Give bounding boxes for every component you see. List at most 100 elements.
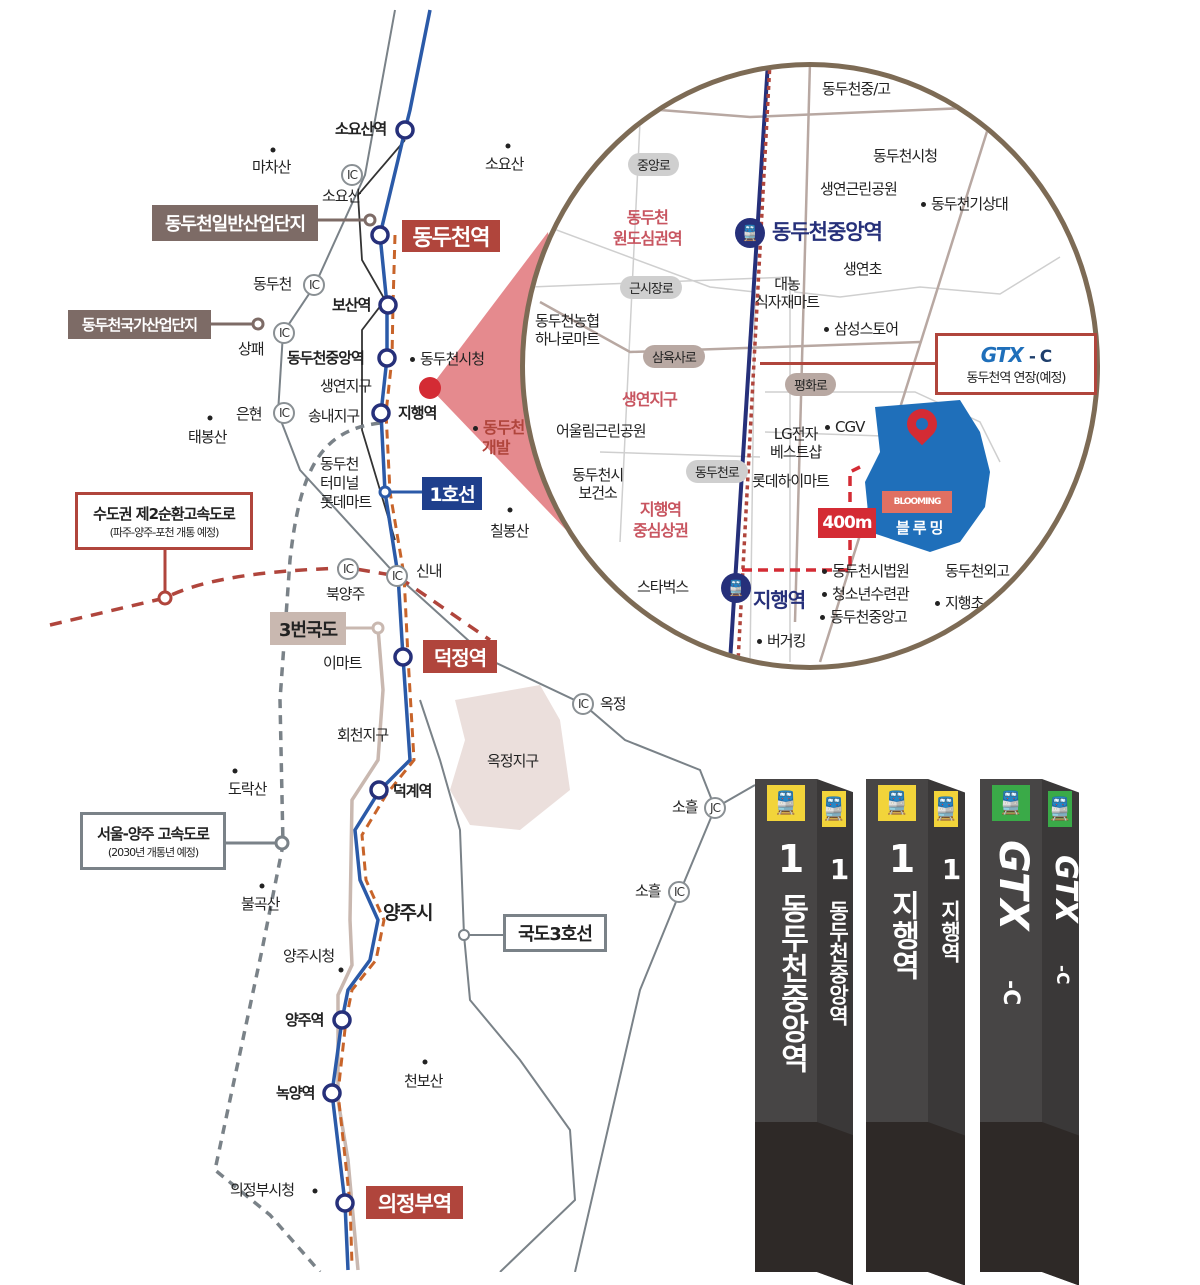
- seoul-title: 서울-양주 고속도로: [97, 824, 210, 843]
- place-label: 이마트: [323, 654, 362, 672]
- place-label: 상패: [238, 340, 265, 358]
- gtx-c-box: GTX - C 동두천역 연장(예정): [935, 333, 1097, 395]
- poi-label: CGV: [825, 418, 865, 436]
- ic-icon: IC: [337, 558, 359, 580]
- station-nogyang: 녹양역: [276, 1084, 315, 1102]
- place-label: 도락산: [228, 780, 267, 798]
- line1-box: 1호선: [422, 477, 482, 510]
- pillar-gtx-logo: GTX: [990, 840, 1036, 931]
- place-label: 생연지구: [320, 377, 372, 395]
- place-label: 불곡산: [241, 895, 280, 913]
- place-label: 북양주: [326, 585, 365, 603]
- ic-icon: IC: [668, 881, 690, 903]
- hidden-label: 동두천: [473, 418, 525, 437]
- road-pyeonghwa: 평화로: [785, 373, 836, 396]
- place-label: 양주시청: [283, 947, 335, 965]
- seoul-yangju-box: 서울-양주 고속도로 (2030년 개통년 예정): [80, 812, 226, 870]
- poi-label: 동두천시법원: [822, 562, 910, 580]
- station-bosan: 보산역: [332, 296, 371, 314]
- pillar-gtx-suffix: -C: [998, 980, 1023, 1006]
- bluming-logo: BLOOMING: [882, 491, 952, 513]
- station-soyosan: 소요산역: [335, 120, 387, 138]
- place-label: 옥정지구: [487, 752, 539, 770]
- place-label: 의정부시청: [230, 1181, 295, 1199]
- road-samyuksa: 삼육사로: [643, 345, 705, 368]
- ic-icon: IC: [386, 565, 408, 587]
- ic-icon: IC: [273, 322, 295, 344]
- poi-label: 동두천농협 하나로마트: [535, 312, 600, 348]
- poi-label: 동두천중앙고: [820, 608, 908, 626]
- ic-icon: IC: [273, 402, 295, 424]
- road-geunsijang: 근시장로: [620, 276, 682, 299]
- place-label: 신내: [416, 562, 443, 580]
- place-label: 천보산: [404, 1072, 443, 1090]
- train-icon: 🚆: [1046, 791, 1074, 827]
- place-label: 소요산: [322, 187, 361, 205]
- pillar-line: 1: [935, 853, 968, 886]
- line-1-inset: [728, 67, 770, 663]
- place-label: 양주시: [383, 902, 433, 924]
- pillar-gtx-c: 🚆 🚆 GTX -C GTX -C: [980, 765, 1083, 1285]
- national-route-3: [419, 699, 577, 1272]
- poi-label: 동두천시청: [873, 147, 938, 165]
- pillar-line: 1: [823, 853, 856, 886]
- poi-label: 롯데하이마트: [752, 472, 830, 490]
- place-label: 소흘: [635, 882, 662, 900]
- station-markers: [322, 120, 415, 1213]
- ic-icon: IC: [572, 693, 594, 715]
- route3-box: 3번국도: [270, 612, 346, 645]
- train-icon: 🚆: [820, 791, 848, 827]
- gukga-industrial-box: 동두천국가산업단지: [68, 310, 211, 339]
- poi-label: 동두천외고: [945, 562, 1010, 580]
- place-label: 소요산: [485, 155, 524, 173]
- bluming-name: 블루밍: [896, 519, 947, 537]
- route-3-road: [336, 627, 385, 1271]
- station-deokjeong: 덕정역: [423, 640, 497, 673]
- poi-label: 동두천시 보건소: [572, 466, 624, 502]
- place-label: 동두천시청: [410, 350, 485, 368]
- pillar-line: 1: [880, 837, 924, 881]
- place-label: 회천지구: [337, 726, 389, 744]
- ilban-industrial-box: 동두천일반산업단지: [152, 205, 318, 241]
- poi-label: 생연근린공원: [820, 180, 898, 198]
- station-jihaeng: 지행역: [398, 404, 437, 422]
- train-icon: 🚆: [992, 785, 1030, 821]
- pillar-gtx-suffix: -C: [1052, 965, 1072, 985]
- place-label: 옥정: [600, 695, 627, 713]
- pillar-station: 지행역: [885, 890, 920, 980]
- gtx-logo-text: GTX: [980, 342, 1024, 367]
- pillar-station: 동두천중앙역: [826, 900, 850, 1026]
- station-yangju: 양주역: [285, 1011, 324, 1029]
- train-icon: 🚆: [767, 785, 805, 821]
- pillar-dongducheon-jungang: 🚆 🚆 1 동두천중앙역 1 동두천중앙역: [755, 765, 856, 1285]
- station-dongducheon: 동두천역: [402, 220, 500, 252]
- poi-label: 스타벅스: [637, 578, 689, 596]
- site-marker: [419, 377, 441, 399]
- place-label: 칠봉산: [490, 522, 529, 540]
- expressway-road: [276, 9, 717, 1272]
- place-label: 소흘: [672, 798, 699, 816]
- gtx-logo: GTX - C: [980, 342, 1053, 367]
- train-station-icon: 🚆: [721, 573, 751, 603]
- poi-label: 대농 식자재마트: [755, 275, 820, 311]
- road-dongducheon-ro: 동두천로: [686, 460, 748, 483]
- pillar-station: 동두천중앙역: [774, 893, 809, 1073]
- inset-station-jungang: 동두천중앙역: [772, 220, 883, 244]
- poi-label: 동두천기상대: [921, 195, 1009, 213]
- ic-icon: IC: [303, 274, 325, 296]
- national3-box: 국도3호선: [503, 914, 607, 952]
- station-dongducheon-jungang: 동두천중앙역: [287, 349, 365, 367]
- ring-title: 수도권 제2순환고속도로: [93, 504, 236, 523]
- inset-station-jihaeng: 지행역: [753, 588, 806, 612]
- zone-jihaeng-center: 지행역 중심상권: [633, 500, 689, 540]
- train-station-icon: 🚆: [735, 218, 765, 248]
- train-icon: 🚆: [878, 785, 916, 821]
- place-label: 동두천 터미널 롯데마트: [320, 455, 372, 511]
- distance-badge: 400m: [818, 508, 876, 538]
- place-label: 은현: [236, 405, 263, 423]
- poi-label: 삼성스토어: [824, 320, 899, 338]
- pillar-line: 1: [769, 837, 813, 881]
- poi-label: 동두천중/고: [822, 80, 891, 98]
- zone-old-center: 동두천 원도심권역: [613, 208, 683, 248]
- ic-icon: IC: [341, 164, 363, 186]
